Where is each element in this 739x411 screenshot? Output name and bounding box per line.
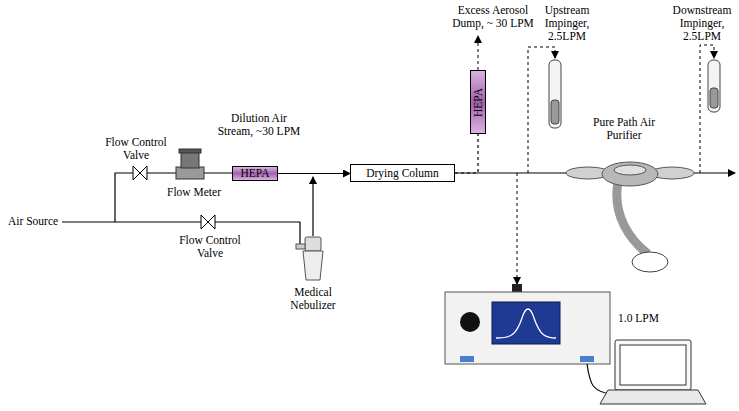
label: Flow Meter <box>164 186 224 199</box>
label: Flow Control Valve <box>105 136 167 162</box>
label: Upstream Impinger, 2.5LPM <box>532 4 602 43</box>
instrument-sample-line <box>517 173 518 284</box>
label: Pure Path Air Purifier <box>584 116 664 142</box>
dump-line <box>478 36 479 70</box>
label: Dilution Air Stream, ~30 LPM <box>216 112 302 138</box>
label: 1.0 LPM <box>618 312 678 325</box>
label: Air Source <box>8 215 68 228</box>
label: Medical Nebulizer <box>282 286 344 312</box>
downstream-impinger <box>708 60 720 112</box>
nebulizer-feed <box>312 177 313 236</box>
node-text: HEPA <box>472 88 485 117</box>
drying-column: Drying Column <box>350 164 455 182</box>
flow-control-valve <box>201 215 215 229</box>
flow-control-valve <box>133 166 147 180</box>
connector <box>455 134 478 173</box>
instrument <box>445 284 610 364</box>
hepa-filter: HEPA <box>232 166 278 181</box>
laptop <box>600 340 706 404</box>
connector <box>278 173 350 174</box>
air-purifier <box>566 162 694 272</box>
label: Flow Control Valve <box>176 234 244 260</box>
node-text: HEPA <box>241 167 270 180</box>
flow-meter <box>176 149 204 179</box>
hepa-filter: HEPA <box>470 70 486 134</box>
label: Excess Aerosol Dump, ~ 30 LPM <box>448 4 538 30</box>
label: Downstream Impinger, 2.5LPM <box>668 4 736 43</box>
upstream-impinger <box>549 60 561 128</box>
nebulizer <box>296 237 323 280</box>
node-text: Drying Column <box>366 167 439 180</box>
